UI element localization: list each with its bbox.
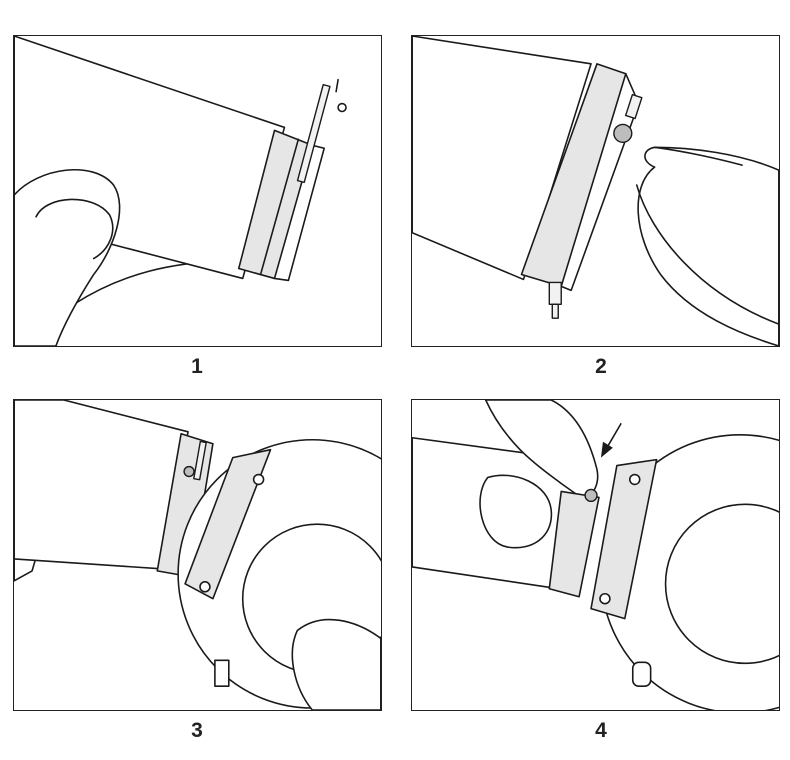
fingernail: [35, 198, 114, 260]
watch-crown: [631, 661, 652, 687]
hand-fingers: [291, 618, 381, 710]
watch-crown: [214, 659, 230, 687]
spring-bar-knob: [337, 102, 347, 113]
lug-screw-bottom: [599, 592, 611, 605]
push-arrow-head: [600, 441, 613, 458]
end-piece-groove: [259, 138, 300, 276]
spring-bar-pin: [551, 303, 559, 319]
watch-bezel: [664, 503, 779, 665]
watch-lug: [184, 448, 272, 600]
step-1-illustration: [14, 36, 347, 346]
step-4-label: 4: [595, 719, 607, 742]
fingernail: [653, 146, 743, 166]
step-3-panel: [13, 399, 382, 711]
push-arrow-shaft: [606, 423, 622, 449]
strap-body: [14, 400, 189, 570]
step-1-panel: [13, 35, 382, 347]
step-2-panel: [411, 35, 780, 347]
strap-body: [412, 36, 592, 281]
spring-bar-top: [624, 93, 643, 120]
spring-bar: [193, 440, 207, 481]
spring-bar-button: [584, 488, 598, 503]
end-piece-edge: [560, 72, 640, 292]
lug-screw-top: [628, 473, 641, 486]
end-piece-edge: [273, 144, 325, 282]
watch-lug: [590, 458, 658, 620]
hand: [637, 146, 779, 346]
lug-screw-bottom: [199, 581, 211, 593]
step-3-label: 3: [191, 719, 203, 742]
spring-bar: [296, 83, 331, 184]
strap-hole: [479, 474, 553, 549]
spring-bar-button: [613, 123, 633, 144]
step-2-illustration: [412, 36, 779, 346]
finger: [14, 168, 121, 346]
spring-bar-bottom: [548, 281, 562, 305]
finger-crease: [635, 184, 779, 325]
step-1-label: 1: [191, 355, 203, 378]
lug-screw-top: [252, 473, 265, 486]
step-4-panel: [411, 399, 780, 711]
spring-bar-button: [183, 465, 195, 478]
step-3-illustration: [14, 400, 381, 710]
step-2-label: 2: [595, 355, 607, 378]
spring-bar-pin: [335, 78, 339, 93]
step-4-illustration: [412, 400, 779, 710]
